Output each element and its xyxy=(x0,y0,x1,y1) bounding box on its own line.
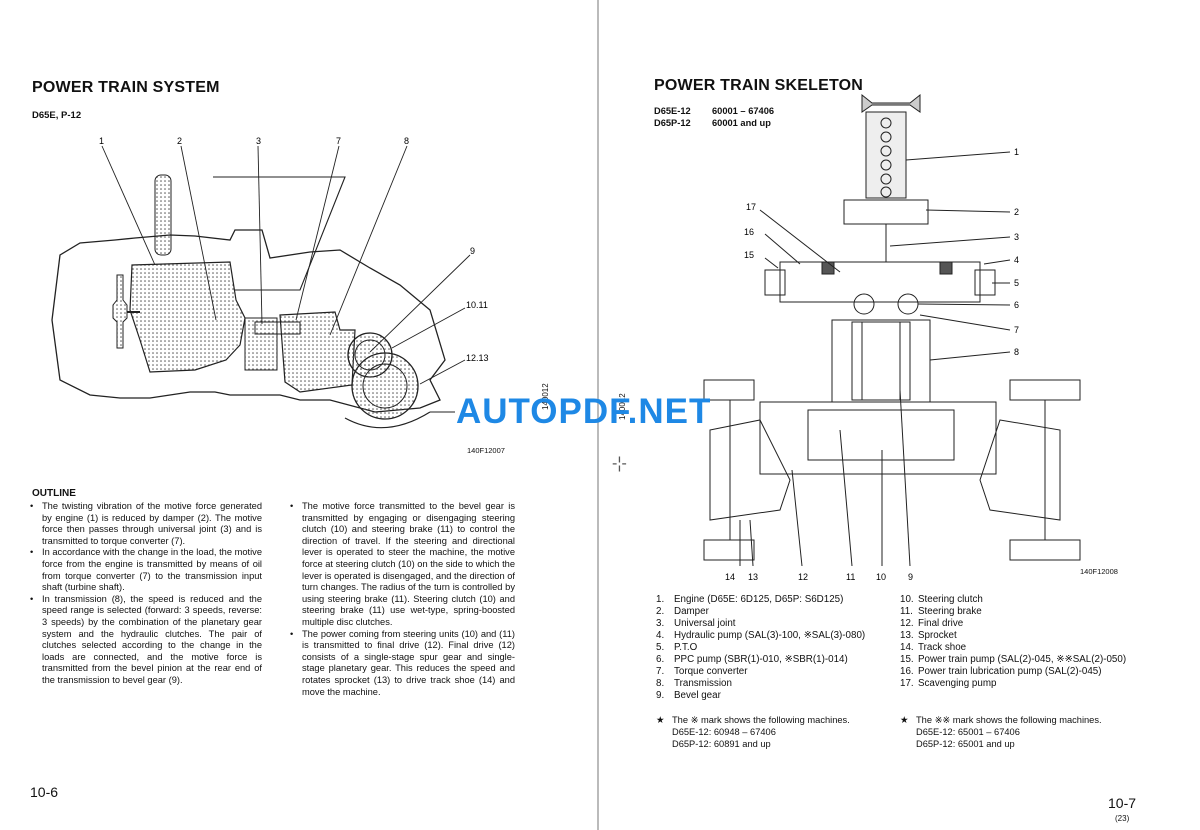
note-single-mark: ★The ※ mark shows the following machines… xyxy=(656,715,850,749)
callout-8: 8 xyxy=(404,136,409,146)
legend-item: 7.Torque converter xyxy=(656,666,748,677)
callout-1: 1 xyxy=(99,136,104,146)
callout-3: 3 xyxy=(1014,232,1019,242)
page-divider xyxy=(597,0,599,830)
legend-item: 16.Power train lubrication pump (SAL(2)-… xyxy=(900,666,1102,677)
callout-17: 17 xyxy=(746,202,756,212)
note-double-mark: ★The ※※ mark shows the following machine… xyxy=(900,715,1102,749)
callout-3: 3 xyxy=(256,136,261,146)
callout-5: 5 xyxy=(1014,278,1019,288)
outline-paragraph: •In transmission (8), the speed is reduc… xyxy=(30,593,262,685)
callout-1: 1 xyxy=(1014,147,1019,157)
outline-column-2: •The motive force transmitted to the bev… xyxy=(290,501,515,698)
page-sub-number: (23) xyxy=(1115,814,1130,823)
callout-7: 7 xyxy=(1014,325,1019,335)
legend-item: 2.Damper xyxy=(656,606,709,617)
legend-item: 1.Engine (D65E: 6D125, D65P: S6D125) xyxy=(656,594,844,605)
outline-paragraph: •The power coming from steering units (1… xyxy=(290,628,515,697)
page-number: 10-7 xyxy=(1108,795,1137,811)
outline-heading: OUTLINE xyxy=(32,488,76,499)
callout-8: 8 xyxy=(1014,347,1019,357)
callout-9: 9 xyxy=(908,572,913,582)
legend-item: 13.Sprocket xyxy=(900,630,957,641)
outline-paragraph: •The motive force transmitted to the bev… xyxy=(290,501,515,627)
callout-10-11: 10.11 xyxy=(466,300,488,310)
figure-code: 140F12007 xyxy=(467,446,505,455)
outline-paragraph: •In accordance with the change in the lo… xyxy=(30,547,262,593)
callout-7: 7 xyxy=(336,136,341,146)
legend-item: 5.P.T.O xyxy=(656,642,698,653)
legend-item: 3.Universal joint xyxy=(656,618,736,629)
legend-item: 12.Final drive xyxy=(900,618,964,629)
legend-item: 6.PPC pump (SBR(1)-010, ※SBR(1)-014) xyxy=(656,654,848,665)
legend-item: 15.Power train pump (SAL(2)-045, ※※SAL(2… xyxy=(900,654,1127,665)
legend-item: 17.Scavenging pump xyxy=(900,678,997,689)
callout-16: 16 xyxy=(744,227,754,237)
model-subtitle: D65E, P-12 xyxy=(32,110,82,121)
outline-column-1: •The twisting vibration of the motive fo… xyxy=(30,501,262,687)
power-train-system-illustration: 1 2 3 7 8 9 10.11 12.13 xyxy=(51,136,489,429)
legend-item: 4.Hydraulic pump (SAL(3)-100, ※SAL(3)-08… xyxy=(656,630,866,641)
callout-14: 14 xyxy=(725,572,735,582)
callout-12: 12 xyxy=(798,572,808,582)
callout-10: 10 xyxy=(876,572,886,582)
callout-11: 11 xyxy=(846,572,855,582)
callout-2: 2 xyxy=(177,136,182,146)
page-title: POWER TRAIN SKELETON xyxy=(654,77,864,94)
page-number: 10-6 xyxy=(30,784,59,800)
left-page: POWER TRAIN SYSTEM D65E, P-12 xyxy=(0,0,598,830)
legend-left: 1.Engine (D65E: 6D125, D65P: S6D125) 2.D… xyxy=(656,594,896,702)
legend-item: 9.Bevel gear xyxy=(656,690,721,701)
legend-item: 14.Track shoe xyxy=(900,642,967,653)
legend-item: 11.Steering brake xyxy=(900,606,982,617)
callout-4: 4 xyxy=(1014,255,1019,265)
watermark: AUTOPDF.NET xyxy=(456,392,712,431)
legend-item: 8.Transmission xyxy=(656,678,732,689)
page-title: POWER TRAIN SYSTEM xyxy=(32,79,220,96)
callout-2: 2 xyxy=(1014,207,1019,217)
legend-right: 10.Steering clutch 11.Steering brake 12.… xyxy=(900,594,1155,690)
callout-15: 15 xyxy=(744,250,754,260)
figure-code: 140F12008 xyxy=(1080,567,1118,576)
callout-13: 13 xyxy=(748,572,758,582)
outline-paragraph: •The twisting vibration of the motive fo… xyxy=(30,501,262,546)
callout-12-13: 12.13 xyxy=(466,353,489,363)
callout-9: 9 xyxy=(470,246,475,256)
callout-6: 6 xyxy=(1014,300,1019,310)
power-train-skeleton-diagram: 1 2 3 4 5 6 7 8 17 16 15 14 13 12 11 10 … xyxy=(703,93,1081,582)
crosshair-marker: -¦- xyxy=(612,455,627,472)
legend-item: 10.Steering clutch xyxy=(900,594,983,605)
